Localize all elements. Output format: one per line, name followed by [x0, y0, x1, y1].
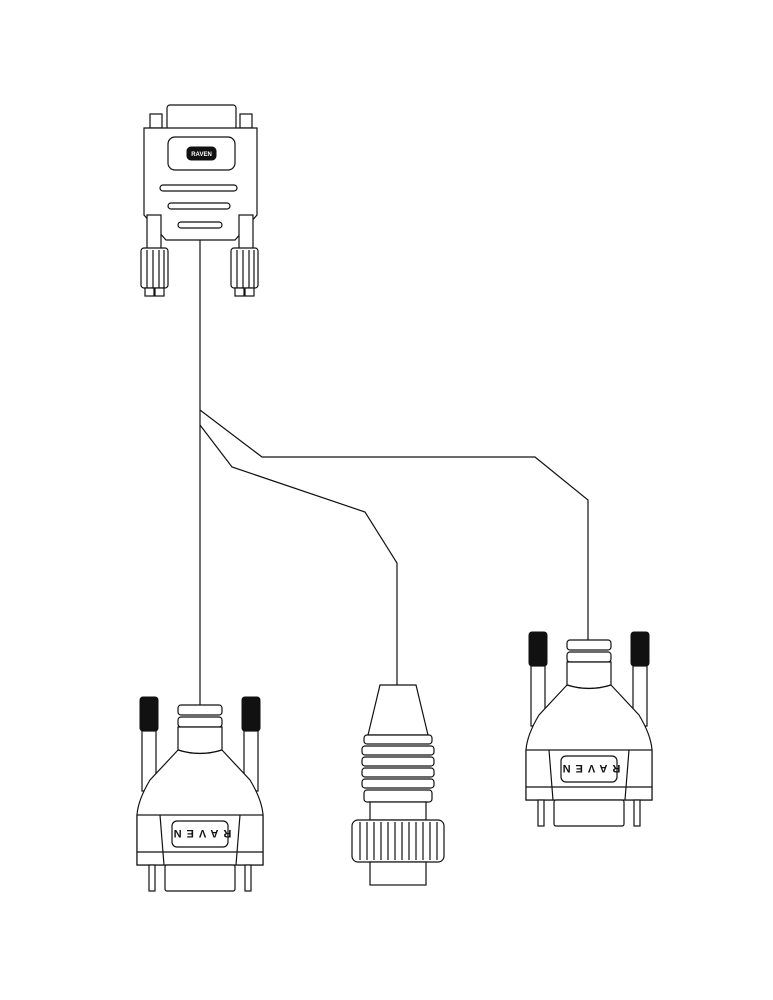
bottom-middle-circular-connector — [351, 684, 445, 886]
cable-lines — [199, 240, 589, 705]
bottom-left-dsub-connector: RAVEN — [136, 696, 264, 892]
svg-text:RAVEN: RAVEN — [558, 762, 621, 774]
svg-text:RAVEN: RAVEN — [191, 152, 212, 158]
svg-text:RAVEN: RAVEN — [169, 827, 232, 839]
brand-logo — [186, 146, 217, 161]
bottom-right-dsub-connector: RAVEN — [525, 631, 653, 827]
top-dsub-connector: RAVEN — [140, 104, 259, 297]
